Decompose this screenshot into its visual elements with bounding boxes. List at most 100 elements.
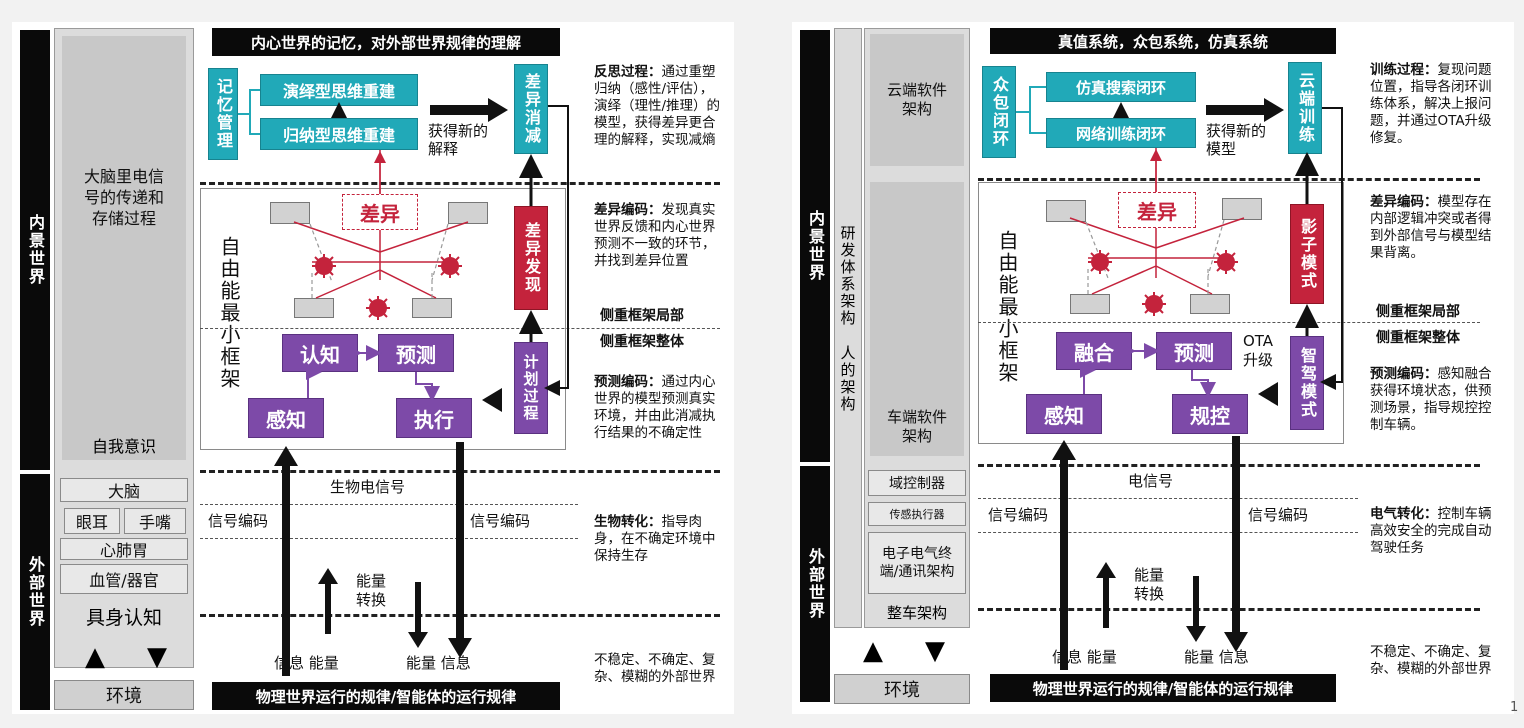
new-explanation-label: 获得新的解释 [428,122,489,158]
environment-box: 环境 [54,680,194,710]
note-local-focus: 侧重框架局部 [600,308,684,324]
body-item-eye-ear: 眼耳 [64,508,120,534]
note-training: 训练过程：复现问题位置，指导各闭环训练体系，解决上报问题，并通过OTA升级修复。 [1370,62,1492,146]
note-predict-encode: 预测编码：通过内心世界的模型预测真实环境，并由此消减执行结果的不确定性 [594,374,716,441]
crowd-loop-box: 众包闭环 [982,66,1016,158]
cloud-train-box: 云端训练 [1288,62,1322,154]
rd-arch-column: 研发体系架构 人的架构 [834,28,862,628]
framework-frame [978,182,1344,444]
control-box: 规控 [1172,394,1248,434]
separator-mid [200,328,720,329]
signal-encode-right-label: 信号编码 [470,512,531,530]
energy-convert-label: 能量转换 [1134,566,1165,603]
note-diff-encode: 差异编码：模型存在内部逻辑冲突或者得到外部信号与模型结果背离。 [1370,194,1492,261]
brain-process-box: 大脑里电信号的传递和存储过程 [62,36,186,460]
new-model-label: 获得新的模型 [1206,122,1267,158]
right-connectors [1016,86,1343,670]
separator-top [200,182,720,185]
energy-convert-label: 能量转换 [356,572,387,609]
signal-encode-left-label: 信号编码 [208,512,269,530]
inductive-rebuild-box: 归纳型思维重建 [260,118,418,150]
separator-lower-2 [978,498,1358,499]
self-awareness-label: 自我意识 [91,437,156,456]
perceive-box: 感知 [1026,394,1102,434]
up-arrow-icon: ▲ [863,636,883,666]
vehicle-full-arch-label: 整车架构 [886,603,947,622]
bottom-title-bar: 物理世界运行的规律/智能体的运行规律 [990,674,1336,702]
note-global-focus: 侧重框架整体 [600,334,684,350]
io-left-label: 信息 能量 [274,654,339,672]
bio-signal-label: 生物电信号 [330,478,406,496]
sim-search-loop-box: 仿真搜索闭环 [1046,72,1196,102]
diff-box: 差异 [342,194,418,230]
embodied-cognition-label: 具身认知 [85,606,162,629]
node-box-1 [1046,200,1086,222]
io-left-label: 信息 能量 [1052,648,1117,666]
io-right-label: 能量 信息 [406,654,471,672]
note-diff-encode: 差异编码：发现真实世界反馈和内心世界预测不一致的环节，并找到差异位置 [594,202,716,269]
diff-find-box: 差异发现 [514,206,548,310]
net-train-loop-box: 网络训练闭环 [1046,118,1196,148]
body-item-heart-lung: 心肺胃 [60,538,188,560]
ota-upgrade-label: OTA升级 [1242,332,1274,369]
separator-lower-2 [200,504,578,505]
diff-eliminate-box: 差异消减 [514,64,548,154]
cloud-arch-box: 云端软件架构 [870,34,964,166]
body-item-brain: 大脑 [60,478,188,502]
note-local-focus: 侧重框架局部 [1376,304,1460,320]
top-title-bar: 内心世界的记忆，对外部世界规律的理解 [212,28,560,56]
body-item-hand-mouth: 手嘴 [124,508,186,534]
ee-arch-box: 电子电气终端/通讯架构 [868,532,966,594]
node-box-4 [1190,294,1230,314]
note-elec-convert: 电气转化：控制车辆高效安全的完成自动驾驶任务 [1370,506,1492,556]
framework-label: 自由能最小框架 [217,236,241,390]
right-panel: 内景世界 外部世界 研发体系架构 人的架构 云端软件架构 车端软件架构 域控制器… [792,22,1518,715]
note-bio-convert: 生物转化：指导肉身，在不确定环境中保持生存 [594,514,716,564]
down-arrow-icon: ▼ [147,642,167,672]
separator-mid [978,322,1480,323]
io-right-label: 能量 信息 [1184,648,1249,666]
bottom-title-bar: 物理世界运行的规律/智能体的运行规律 [212,682,560,710]
outer-world-bar: 外部世界 [20,474,50,710]
node-box-3 [1070,294,1110,314]
note-global-focus: 侧重框架整体 [1376,330,1460,346]
node-box-4 [412,298,452,318]
outer-world-bar: 外部世界 [800,466,830,702]
deductive-rebuild-box: 演绎型思维重建 [260,74,418,106]
predict-box: 预测 [1156,332,1232,370]
node-box-2 [448,202,488,224]
inner-world-bar: 内景世界 [20,30,50,470]
node-box-1 [270,202,310,224]
page-number: 1 [1510,700,1519,715]
down-arrow-icon: ▼ [925,636,945,666]
vehicle-arch-box: 车端软件架构 [870,182,964,456]
environment-box: 环境 [834,674,970,704]
signal-encode-left-label: 信号编码 [988,506,1049,524]
signal-encode-right-label: 信号编码 [1248,506,1309,524]
elec-signal-label: 电信号 [1128,472,1174,490]
execute-box: 执行 [396,398,472,438]
domain-controller-box: 域控制器 [868,470,966,496]
note-predict-encode: 预测编码：感知融合获得环境状态，供预测场景，指导规控控制车辆。 [1370,366,1492,433]
shadow-mode-box: 影子模式 [1290,204,1324,304]
drive-mode-box: 智驾模式 [1290,336,1324,430]
note-outer-world: 不稳定、不确定、复杂、模糊的外部世界 [1370,644,1492,677]
framework-frame [200,188,566,450]
separator-lower-1 [978,464,1480,467]
separator-lower-4 [978,608,1480,611]
note-reflection: 反思过程：通过重塑归纳（感性/评估），演绎（理性/推理）的模型，获得差异更合理的… [594,64,721,148]
memory-management-box: 记忆管理 [208,68,238,160]
framework-label: 自由能最小框架 [995,230,1019,384]
separator-lower-3 [978,532,1358,533]
up-arrow-icon: ▲ [85,642,105,672]
separator-top [978,178,1480,181]
predict-box: 预测 [378,334,454,372]
inner-world-bar: 内景世界 [800,30,830,462]
left-panel: 内景世界 外部世界 大脑里电信号的传递和存储过程 自我意识 大脑 眼耳 手嘴 心… [12,22,734,714]
node-box-3 [294,298,334,318]
node-box-2 [1222,198,1262,220]
body-item-vessel-organ: 血管/器官 [60,564,188,594]
perceive-box: 感知 [248,398,324,438]
diff-box: 差异 [1118,192,1196,228]
sensor-actuator-box: 传感执行器 [868,502,966,526]
